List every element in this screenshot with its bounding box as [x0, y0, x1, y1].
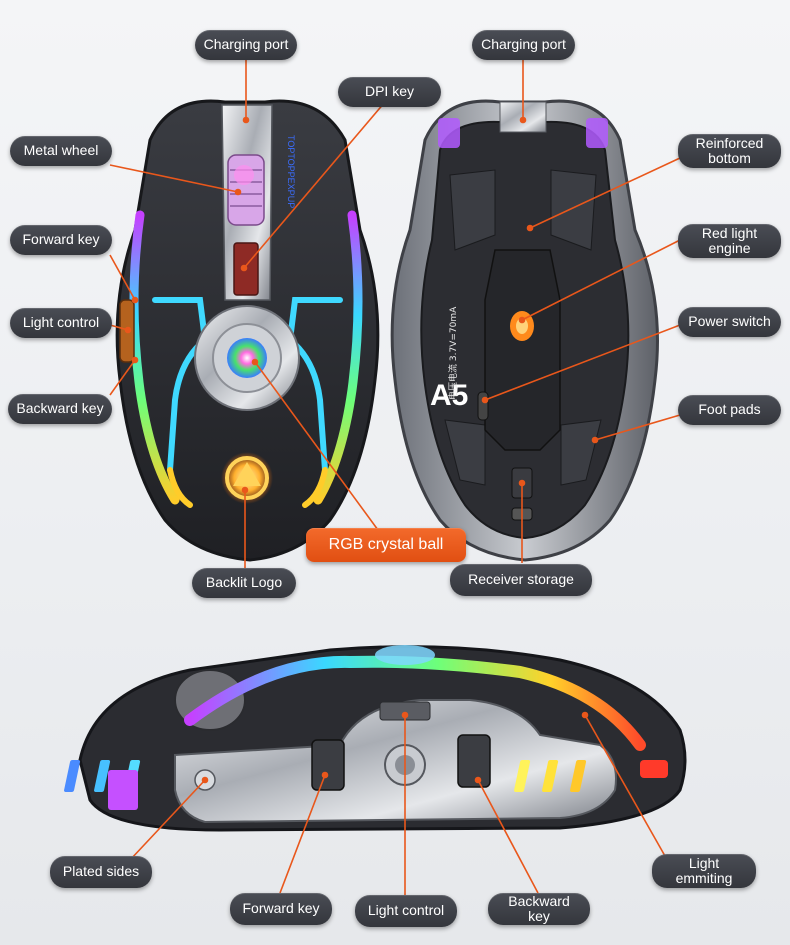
label-foot-pads: Foot pads [678, 395, 781, 425]
mouse-top-view: TOPTOPPEXPUP [115, 99, 380, 562]
label-light-control-side: Light control [355, 895, 457, 927]
label-receiver-storage: Receiver storage [450, 564, 592, 596]
label-forward-key-side: Forward key [230, 893, 332, 925]
label-reinforced-bottom: Reinforced bottom [678, 134, 781, 168]
label-backward-key-side: Backward key [488, 893, 590, 925]
label-power-switch: Power switch [678, 307, 781, 337]
label-rgb-crystal-ball: RGB crystal ball [306, 528, 466, 562]
model-text: A5 [430, 379, 468, 412]
mouse-side-view [64, 645, 687, 832]
label-forward-key-top: Forward key [10, 225, 112, 255]
label-plated-sides: Plated sides [50, 856, 152, 888]
bottom-spec-text: 电压电流 3.7V=70mA [447, 306, 459, 400]
label-charging-port-left: Charging port [195, 30, 297, 60]
label-light-emitting: Light emmiting [652, 854, 756, 888]
label-dpi-key: DPI key [338, 77, 441, 107]
label-backlit-logo: Backlit Logo [192, 568, 296, 598]
label-charging-port-right: Charging port [472, 30, 575, 60]
leader-lines [109, 60, 681, 895]
label-backward-key-top: Backward key [8, 394, 112, 424]
label-light-control-top: Light control [10, 308, 112, 338]
mouse-bottom-view: A5 电压电流 3.7V=70mA [390, 99, 659, 562]
label-metal-wheel: Metal wheel [10, 136, 112, 166]
top-brand-text: TOPTOPPEXPUP [286, 135, 296, 208]
label-red-light-engine: Red light engine [678, 224, 781, 258]
